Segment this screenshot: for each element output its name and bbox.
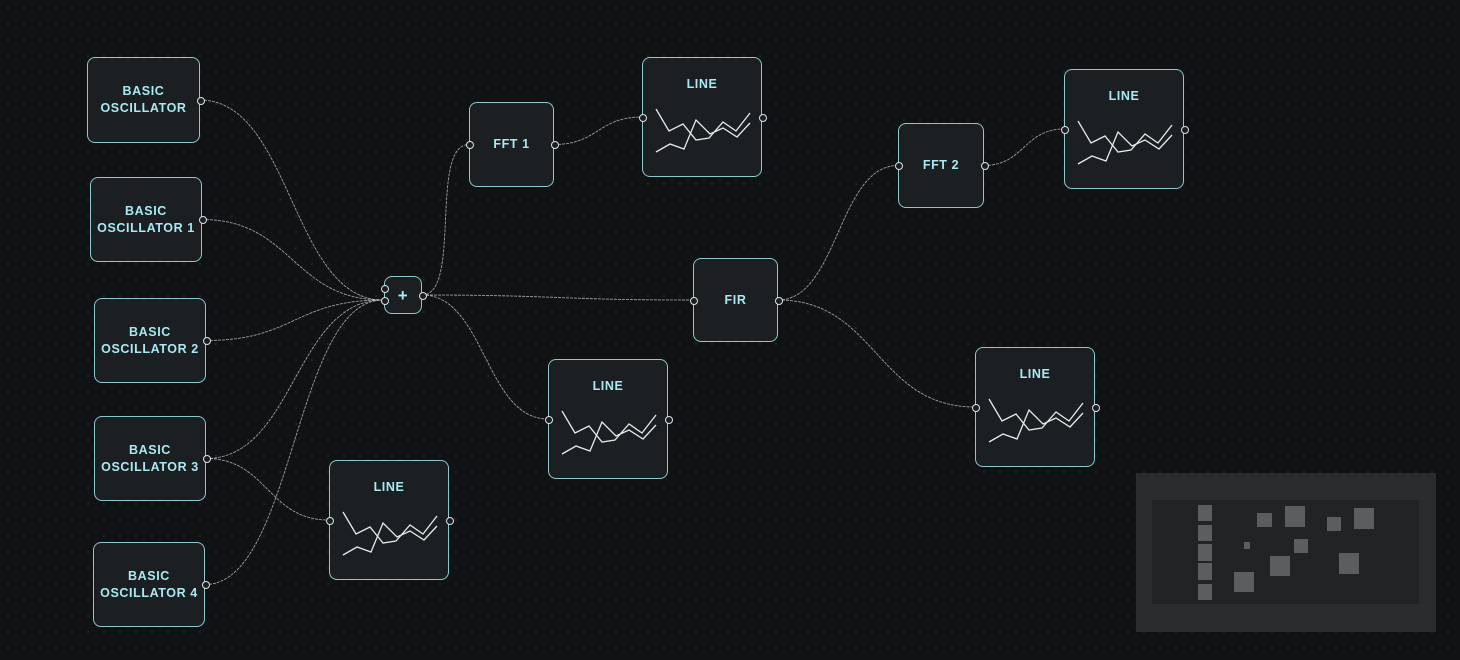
icon-series-1 — [1077, 120, 1173, 153]
input-port[interactable] — [465, 141, 474, 149]
output-port[interactable] — [198, 216, 207, 224]
minimap-node — [1244, 542, 1250, 549]
minimap-node — [1294, 539, 1308, 553]
minimap-node — [1234, 572, 1254, 592]
input-port[interactable] — [380, 296, 389, 305]
edge-fir-fft2[interactable] — [777, 165, 899, 301]
edge-add-fft1[interactable] — [421, 144, 470, 296]
line-chart-icon — [342, 511, 438, 556]
node-label: BASIC OSCILLATOR 4 — [100, 568, 198, 600]
input-port[interactable] — [638, 113, 647, 122]
output-port[interactable] — [1180, 125, 1189, 134]
edge-osc0-add[interactable] — [199, 99, 384, 301]
output-port[interactable] — [550, 141, 559, 149]
node-fft1[interactable]: FFT 1 — [465, 102, 559, 187]
node-label: LINE — [592, 379, 624, 393]
edge-add-fir[interactable] — [421, 294, 694, 301]
edge-fir-line4[interactable] — [777, 299, 976, 408]
node-label: BASIC OSCILLATOR 1 — [97, 203, 195, 235]
edge-osc2-add[interactable] — [205, 299, 384, 341]
edge-fft2-line2[interactable] — [983, 128, 1065, 166]
node-line2[interactable]: LINE — [1060, 69, 1189, 189]
minimap-node — [1285, 506, 1305, 527]
node-osc4[interactable]: BASIC OSCILLATOR 4 — [93, 542, 210, 627]
minimap-node — [1198, 563, 1212, 580]
output-port[interactable] — [202, 455, 211, 463]
output-port[interactable] — [201, 581, 210, 589]
node-osc3[interactable]: BASIC OSCILLATOR 3 — [94, 416, 211, 501]
node-label: FFT 2 — [922, 158, 960, 172]
minimap-node — [1257, 513, 1272, 527]
node-label: BASIC OSCILLATOR 3 — [101, 442, 199, 474]
input-port[interactable] — [325, 516, 334, 525]
icon-series-1 — [561, 410, 657, 443]
node-label: FFT 1 — [493, 137, 530, 151]
output-port[interactable] — [418, 291, 427, 300]
minimap-node — [1354, 508, 1374, 529]
node-label: LINE — [1108, 89, 1140, 103]
edge-osc3-line5[interactable] — [205, 458, 330, 521]
node-label: FIR — [724, 292, 747, 307]
output-port[interactable] — [774, 296, 783, 305]
edge-osc1-add[interactable] — [201, 219, 384, 301]
line-chart-icon — [1077, 120, 1173, 165]
minimap-node — [1198, 525, 1212, 541]
edge-fft1-line1[interactable] — [553, 116, 643, 145]
input-port[interactable] — [544, 415, 553, 424]
node-line5[interactable]: LINE — [325, 460, 454, 580]
icon-series-2 — [561, 420, 657, 455]
node-add[interactable]: + — [380, 276, 427, 314]
line-chart-icon — [561, 410, 657, 455]
icon-series-1 — [342, 511, 438, 544]
output-port[interactable] — [664, 415, 673, 424]
icon-series-2 — [1077, 130, 1173, 165]
input-port[interactable] — [971, 403, 980, 412]
node-fft2[interactable]: FFT 2 — [894, 123, 989, 208]
icon-series-2 — [342, 521, 438, 556]
input-port[interactable] — [380, 284, 389, 293]
icon-series-2 — [988, 408, 1084, 443]
node-osc2[interactable]: BASIC OSCILLATOR 2 — [94, 298, 211, 383]
minimap-node — [1198, 505, 1212, 521]
output-port[interactable] — [758, 113, 767, 122]
node-line3[interactable]: LINE — [544, 359, 673, 479]
minimap-node — [1270, 556, 1290, 576]
output-port[interactable] — [980, 162, 989, 170]
node-label: BASIC OSCILLATOR — [100, 84, 187, 115]
input-port[interactable] — [1060, 125, 1069, 134]
node-line1[interactable]: LINE — [638, 57, 767, 177]
icon-series-1 — [655, 108, 751, 141]
output-port[interactable] — [196, 96, 205, 105]
output-port[interactable] — [202, 337, 211, 345]
minimap-node — [1198, 584, 1212, 600]
icon-series-2 — [655, 118, 751, 153]
output-port[interactable] — [445, 516, 454, 525]
line-chart-icon — [655, 108, 751, 153]
output-port[interactable] — [1091, 403, 1100, 412]
node-label: LINE — [1019, 367, 1051, 381]
line-chart-icon — [988, 398, 1084, 443]
minimap-node — [1198, 544, 1212, 561]
node-osc1[interactable]: BASIC OSCILLATOR 1 — [90, 177, 207, 262]
node-label: LINE — [686, 77, 718, 91]
icon-series-1 — [988, 398, 1084, 431]
minimap-node — [1339, 553, 1359, 574]
node-osc0[interactable]: BASIC OSCILLATOR — [87, 57, 205, 143]
plus-icon: + — [397, 285, 409, 305]
node-line4[interactable]: LINE — [971, 347, 1100, 467]
input-port[interactable] — [689, 296, 698, 305]
edge-osc3-add[interactable] — [205, 299, 384, 459]
node-label: BASIC OSCILLATOR 2 — [101, 324, 199, 356]
node-label: LINE — [373, 480, 405, 494]
minimap-node — [1327, 517, 1341, 531]
edge-add-line3[interactable] — [421, 294, 549, 420]
node-fir[interactable]: FIR — [689, 258, 783, 342]
input-port[interactable] — [894, 162, 903, 170]
minimap[interactable] — [1136, 473, 1436, 632]
